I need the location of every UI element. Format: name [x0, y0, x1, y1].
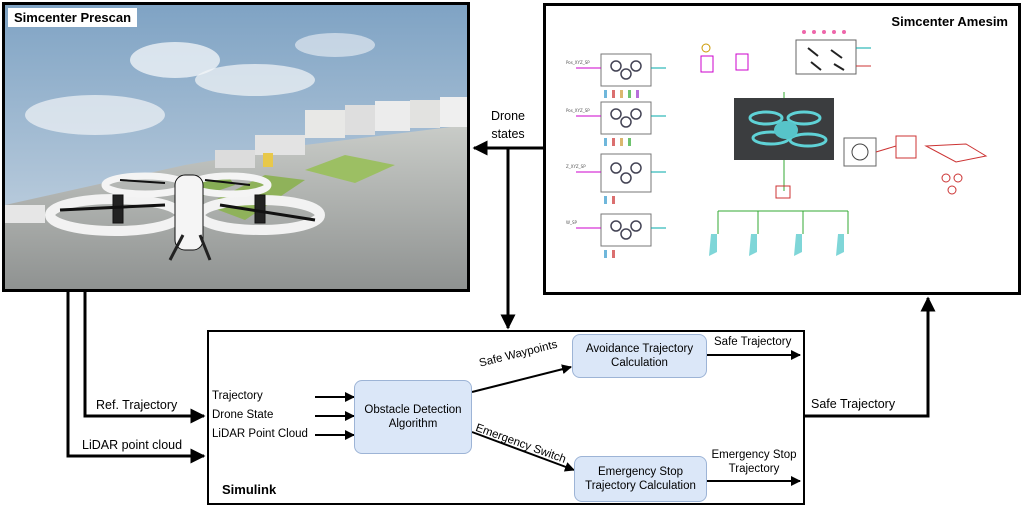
input-label-trajectory: Trajectory [212, 390, 263, 402]
lidar-point-cloud-label: LiDAR point cloud [82, 438, 183, 452]
input-label-drone-state: Drone State [212, 409, 274, 421]
input-label-lidar: LiDAR Point Cloud [212, 428, 308, 440]
safe-trajectory-inner-label: Safe Trajectory [714, 336, 792, 348]
ref-trajectory-arrow [83, 292, 206, 424]
emergency-switch-arrow [471, 431, 575, 472]
lidar-arrow [66, 292, 206, 464]
amesim-panel: Pos_XYZ_SP Pos_XYZ_SP Z_XYZ_SP W_SP [543, 3, 1021, 295]
svg-text:Z_XYZ_SP: Z_XYZ_SP [566, 164, 586, 169]
obstacle-detection-block: Obstacle Detection Algorithm [354, 380, 472, 454]
safe-trajectory-outer-arrow [805, 296, 936, 418]
avoidance-trajectory-label: Avoidance Trajectory Calculation [585, 343, 694, 369]
prescan-title: Simcenter Prescan [8, 8, 138, 27]
emergency-stop-trajectory-label: Emergency Stop Trajectory [711, 449, 797, 475]
simulink-title: Simulink [222, 482, 277, 497]
safe-waypoints-arrow [471, 364, 572, 393]
avoidance-trajectory-block: Avoidance Trajectory Calculation [572, 334, 707, 378]
emergency-stop-block: Emergency Stop Trajectory Calculation [574, 456, 707, 502]
amesim-model-image: Pos_XYZ_SP Pos_XYZ_SP Z_XYZ_SP W_SP [546, 6, 1018, 292]
svg-text:Pos_XYZ_SP: Pos_XYZ_SP [566, 108, 590, 113]
svg-text:Pos_XYZ_SP: Pos_XYZ_SP [566, 60, 590, 65]
emergency-stop-label: Emergency Stop Trajectory Calculation [585, 466, 696, 492]
prescan-scene-image [5, 5, 467, 289]
obstacle-detection-label: Obstacle Detection Algorithm [364, 404, 462, 430]
safe-trajectory-outer-label: Safe Trajectory [811, 397, 896, 411]
prescan-panel: Simcenter Prescan [2, 2, 470, 292]
amesim-title: Simcenter Amesim [891, 14, 1008, 29]
ref-trajectory-label: Ref. Trajectory [96, 398, 178, 412]
drone-states-label: Drone states [490, 109, 526, 141]
svg-text:W_SP: W_SP [566, 220, 577, 225]
